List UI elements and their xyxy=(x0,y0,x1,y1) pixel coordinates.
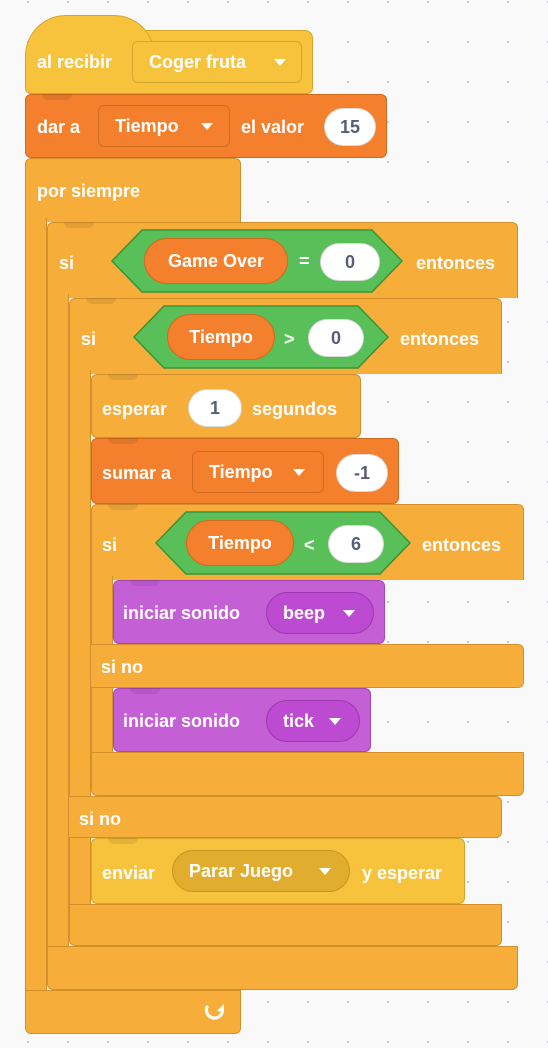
when-i-receive-block[interactable]: al recibir Coger fruta xyxy=(25,15,313,94)
if-else-block-2[interactable]: si Tiempo > 0 entonces xyxy=(69,298,502,374)
caret-down-icon xyxy=(343,610,355,617)
change-label: sumar a xyxy=(102,463,172,483)
wait-label: esperar xyxy=(102,399,168,419)
play-sound-label: iniciar sonido xyxy=(123,603,241,623)
variable-dropdown[interactable]: Tiempo xyxy=(98,105,230,147)
caret-down-icon xyxy=(274,59,286,66)
else-section-3: si no xyxy=(91,644,524,688)
broadcast-and-wait-block[interactable]: enviar Parar Juego y esperar xyxy=(91,838,465,904)
wait-block[interactable]: esperar 1 segundos xyxy=(91,374,361,438)
if-label: si xyxy=(102,535,118,555)
then-label: entonces xyxy=(400,329,480,349)
compare-value-input[interactable]: 0 xyxy=(308,319,364,357)
if-else-1-arm xyxy=(47,294,69,954)
forever-bottom xyxy=(25,990,241,1034)
if-else-3-bottom xyxy=(91,752,524,796)
loop-arrow-icon xyxy=(204,1004,224,1020)
less-than-symbol: < xyxy=(304,535,315,555)
message-dropdown[interactable]: Parar Juego xyxy=(172,850,350,892)
if-label: si xyxy=(59,253,75,273)
value-input[interactable]: 15 xyxy=(324,108,376,146)
if-else-block-1[interactable]: si Game Over = 0 entonces xyxy=(47,222,518,298)
if-else-block-3[interactable]: si Tiempo < 6 entonces xyxy=(91,504,524,580)
change-amount-input[interactable]: -1 xyxy=(336,454,388,492)
caret-down-icon xyxy=(293,469,305,476)
and-wait-label: y esperar xyxy=(362,863,443,883)
if-else-2-arm xyxy=(69,370,91,910)
tiempo-reporter[interactable]: Tiempo xyxy=(186,520,294,566)
equals-symbol: = xyxy=(299,251,310,271)
forever-label: por siempre xyxy=(37,181,141,201)
broadcast-label: enviar xyxy=(102,863,156,883)
variable-dropdown[interactable]: Tiempo xyxy=(192,451,324,493)
greater-than-symbol: > xyxy=(284,329,295,349)
compare-value-input[interactable]: 6 xyxy=(328,525,384,563)
forever-arm xyxy=(25,218,47,992)
else-label: si no xyxy=(79,809,122,829)
compare-value-input[interactable]: 0 xyxy=(320,243,380,281)
if-else-1-bottom xyxy=(47,946,518,990)
play-sound-block-1[interactable]: iniciar sonido beep xyxy=(113,580,385,644)
message-dropdown[interactable]: Coger fruta xyxy=(132,41,302,83)
forever-block[interactable]: por siempre xyxy=(25,158,241,222)
then-label: entonces xyxy=(416,253,496,273)
sound-name: beep xyxy=(283,603,326,623)
sound-dropdown[interactable]: tick xyxy=(266,700,360,742)
message-name: Coger fruta xyxy=(149,52,247,72)
caret-down-icon xyxy=(329,718,341,725)
else-section-2: si no xyxy=(69,796,502,838)
variable-name: Tiempo xyxy=(115,116,179,136)
else-label: si no xyxy=(101,657,144,677)
variable-name: Tiempo xyxy=(209,462,273,482)
tiempo-reporter[interactable]: Tiempo xyxy=(167,314,275,360)
seconds-input[interactable]: 1 xyxy=(188,389,242,427)
seconds-label: segundos xyxy=(252,399,338,419)
set-label: dar a xyxy=(37,117,81,137)
caret-down-icon xyxy=(319,868,331,875)
play-sound-block-2[interactable]: iniciar sonido tick xyxy=(113,688,371,752)
if-label: si xyxy=(81,329,97,349)
then-label: entonces xyxy=(422,535,502,555)
game-over-reporter[interactable]: Game Over xyxy=(144,238,288,284)
change-variable-block[interactable]: sumar a Tiempo -1 xyxy=(91,438,399,504)
to-label: el valor xyxy=(241,117,305,137)
message-name: Parar Juego xyxy=(189,861,294,881)
if-else-2-bottom xyxy=(69,904,502,946)
set-variable-block[interactable]: dar a Tiempo el valor 15 xyxy=(25,94,387,158)
play-sound-label: iniciar sonido xyxy=(123,711,241,731)
sound-dropdown[interactable]: beep xyxy=(266,592,374,634)
when-i-receive-label: al recibir xyxy=(37,52,113,72)
caret-down-icon xyxy=(201,123,213,130)
sound-name: tick xyxy=(283,711,315,731)
